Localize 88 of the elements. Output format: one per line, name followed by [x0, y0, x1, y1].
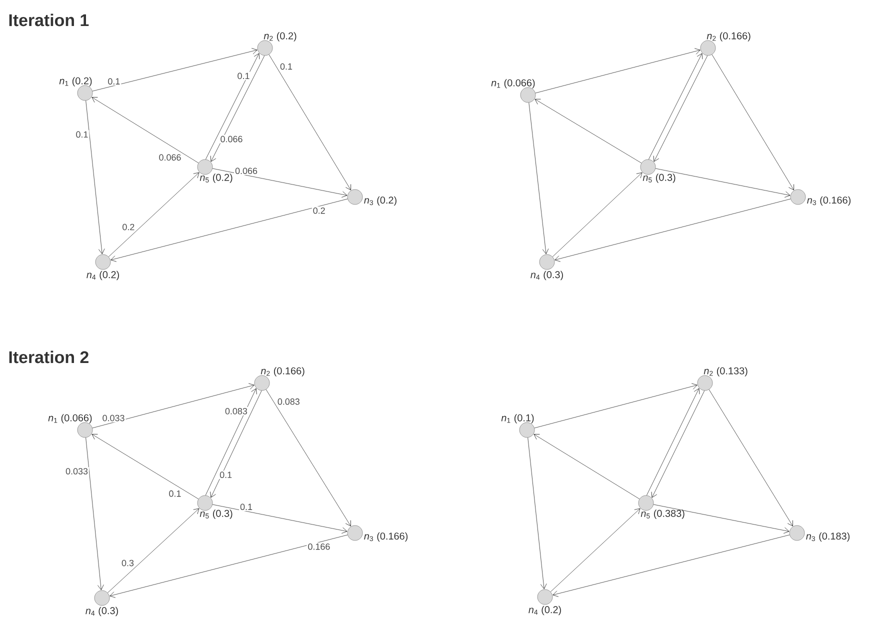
- node-label: n$_{4}$ (0.3): [530, 270, 563, 280]
- edge-label: 0.3: [120, 558, 135, 568]
- node-label: n$_{1}$ (0.2): [59, 77, 92, 86]
- graph-node: n$_{2}$ (0.166): [700, 32, 750, 56]
- arrow: [528, 102, 549, 254]
- edge-label: 0.066: [219, 134, 244, 144]
- arrow: [552, 534, 790, 597]
- arrow: [708, 389, 793, 526]
- graph-node: n$_{4}$ (0.3): [86, 590, 118, 616]
- arrow: [86, 437, 104, 590]
- arrow: [110, 198, 348, 262]
- heading: Iteration 1: [9, 14, 89, 26]
- graph-node: n$_{3}$ (0.2): [347, 189, 396, 206]
- arrow: [554, 198, 791, 262]
- arrow: [268, 54, 352, 190]
- edge-label: 0.033: [101, 414, 126, 422]
- node-label: n$_{2}$ (0.133): [704, 367, 748, 376]
- edge-label: 0.083: [276, 397, 301, 406]
- graph-node: n$_{2}$ (0.133): [697, 367, 748, 391]
- graph-node: n$_{5}$ (0.3): [197, 495, 232, 519]
- node-label: n$_{5}$ (0.2): [200, 174, 232, 183]
- node-label: n$_{2}$ (0.166): [706, 32, 750, 42]
- arrow: [712, 54, 794, 190]
- graph-node: n$_{4}$ (0.2): [528, 589, 561, 616]
- arrow: [534, 98, 642, 164]
- arrow: [534, 434, 640, 500]
- graph-node: n$_{5}$ (0.2): [197, 159, 232, 183]
- edge-label: 0.166: [306, 542, 332, 551]
- graph-node: n$_{1}$ (0.066): [48, 414, 93, 438]
- edge-label: 0.1: [74, 130, 90, 139]
- node-label: n$_{4}$ (0.2): [528, 606, 561, 616]
- edge-label: 0.1: [239, 502, 254, 512]
- arrow: [535, 48, 700, 94]
- graph-node: n$_{3}$ (0.166): [790, 189, 851, 206]
- node-label: n$_{4}$ (0.3): [86, 606, 118, 616]
- arrow: [108, 172, 200, 257]
- arrow: [92, 383, 254, 428]
- edge-label: 0.2: [121, 222, 136, 232]
- arrow: [528, 437, 547, 590]
- edge-label: 0.2: [312, 206, 326, 215]
- node-label: n$_{5}$ (0.383): [640, 510, 684, 519]
- graph-node: n$_{5}$ (0.3): [640, 159, 676, 183]
- graph-node: n$_{4}$ (0.2): [86, 254, 119, 280]
- edge-label: 0.033: [64, 467, 89, 476]
- arrow: [550, 508, 640, 592]
- arrow: [552, 172, 642, 257]
- arrow: [266, 389, 351, 526]
- arrow: [92, 97, 199, 164]
- graph-node: n$_{3}$ (0.183): [789, 525, 850, 542]
- graph-node: n$_{2}$ (0.166): [254, 367, 304, 391]
- node-label: n$_{2}$ (0.166): [260, 367, 304, 376]
- edge-label: 0.083: [224, 407, 248, 416]
- node-label: n$_{3}$ (0.2): [364, 196, 396, 206]
- arrow: [212, 504, 348, 534]
- arrow: [92, 434, 199, 500]
- node-label: n$_{4}$ (0.2): [86, 270, 119, 280]
- node-label: n$_{5}$ (0.3): [642, 174, 676, 183]
- arrow: [534, 383, 698, 428]
- graph-node: n$_{5}$ (0.383): [638, 495, 684, 519]
- edge-label: 0.1: [218, 470, 234, 479]
- node-label: n$_{1}$ (0.1): [501, 414, 534, 424]
- heading: Iteration 2: [9, 350, 88, 364]
- arrow: [92, 48, 258, 92]
- node-label: n$_{3}$ (0.166): [807, 196, 851, 206]
- graph-node: n$_{1}$ (0.2): [59, 77, 93, 101]
- arrow: [110, 534, 348, 598]
- node-label: n$_{2}$ (0.2): [264, 32, 296, 42]
- arrow: [655, 168, 790, 198]
- node-label: n$_{5}$ (0.3): [200, 510, 232, 519]
- edge-label: 0.066: [158, 153, 182, 162]
- edge-label: 0.1: [279, 62, 294, 71]
- arrow: [212, 168, 348, 198]
- node-label: n$_{1}$ (0.066): [48, 414, 92, 424]
- graph-node: n$_{1}$ (0.1): [501, 414, 535, 438]
- graph-node: n$_{2}$ (0.2): [257, 32, 296, 56]
- arrow: [86, 100, 105, 254]
- node-label: n$_{1}$ (0.066): [491, 79, 535, 88]
- edge-label: 0.1: [168, 489, 182, 498]
- edge-label: 0.066: [234, 166, 258, 176]
- arrow: [107, 508, 200, 593]
- node-label: n$_{3}$ (0.166): [364, 532, 408, 542]
- graph-node: n$_{1}$ (0.066): [491, 79, 536, 103]
- edge-label: 0.1: [106, 77, 122, 86]
- arrow: [653, 504, 790, 534]
- node-label: n$_{3}$ (0.183): [806, 532, 850, 542]
- edge-label: 0.1: [236, 72, 251, 80]
- graph-node: n$_{3}$ (0.166): [347, 525, 408, 542]
- graph-node: n$_{4}$ (0.3): [530, 254, 563, 280]
